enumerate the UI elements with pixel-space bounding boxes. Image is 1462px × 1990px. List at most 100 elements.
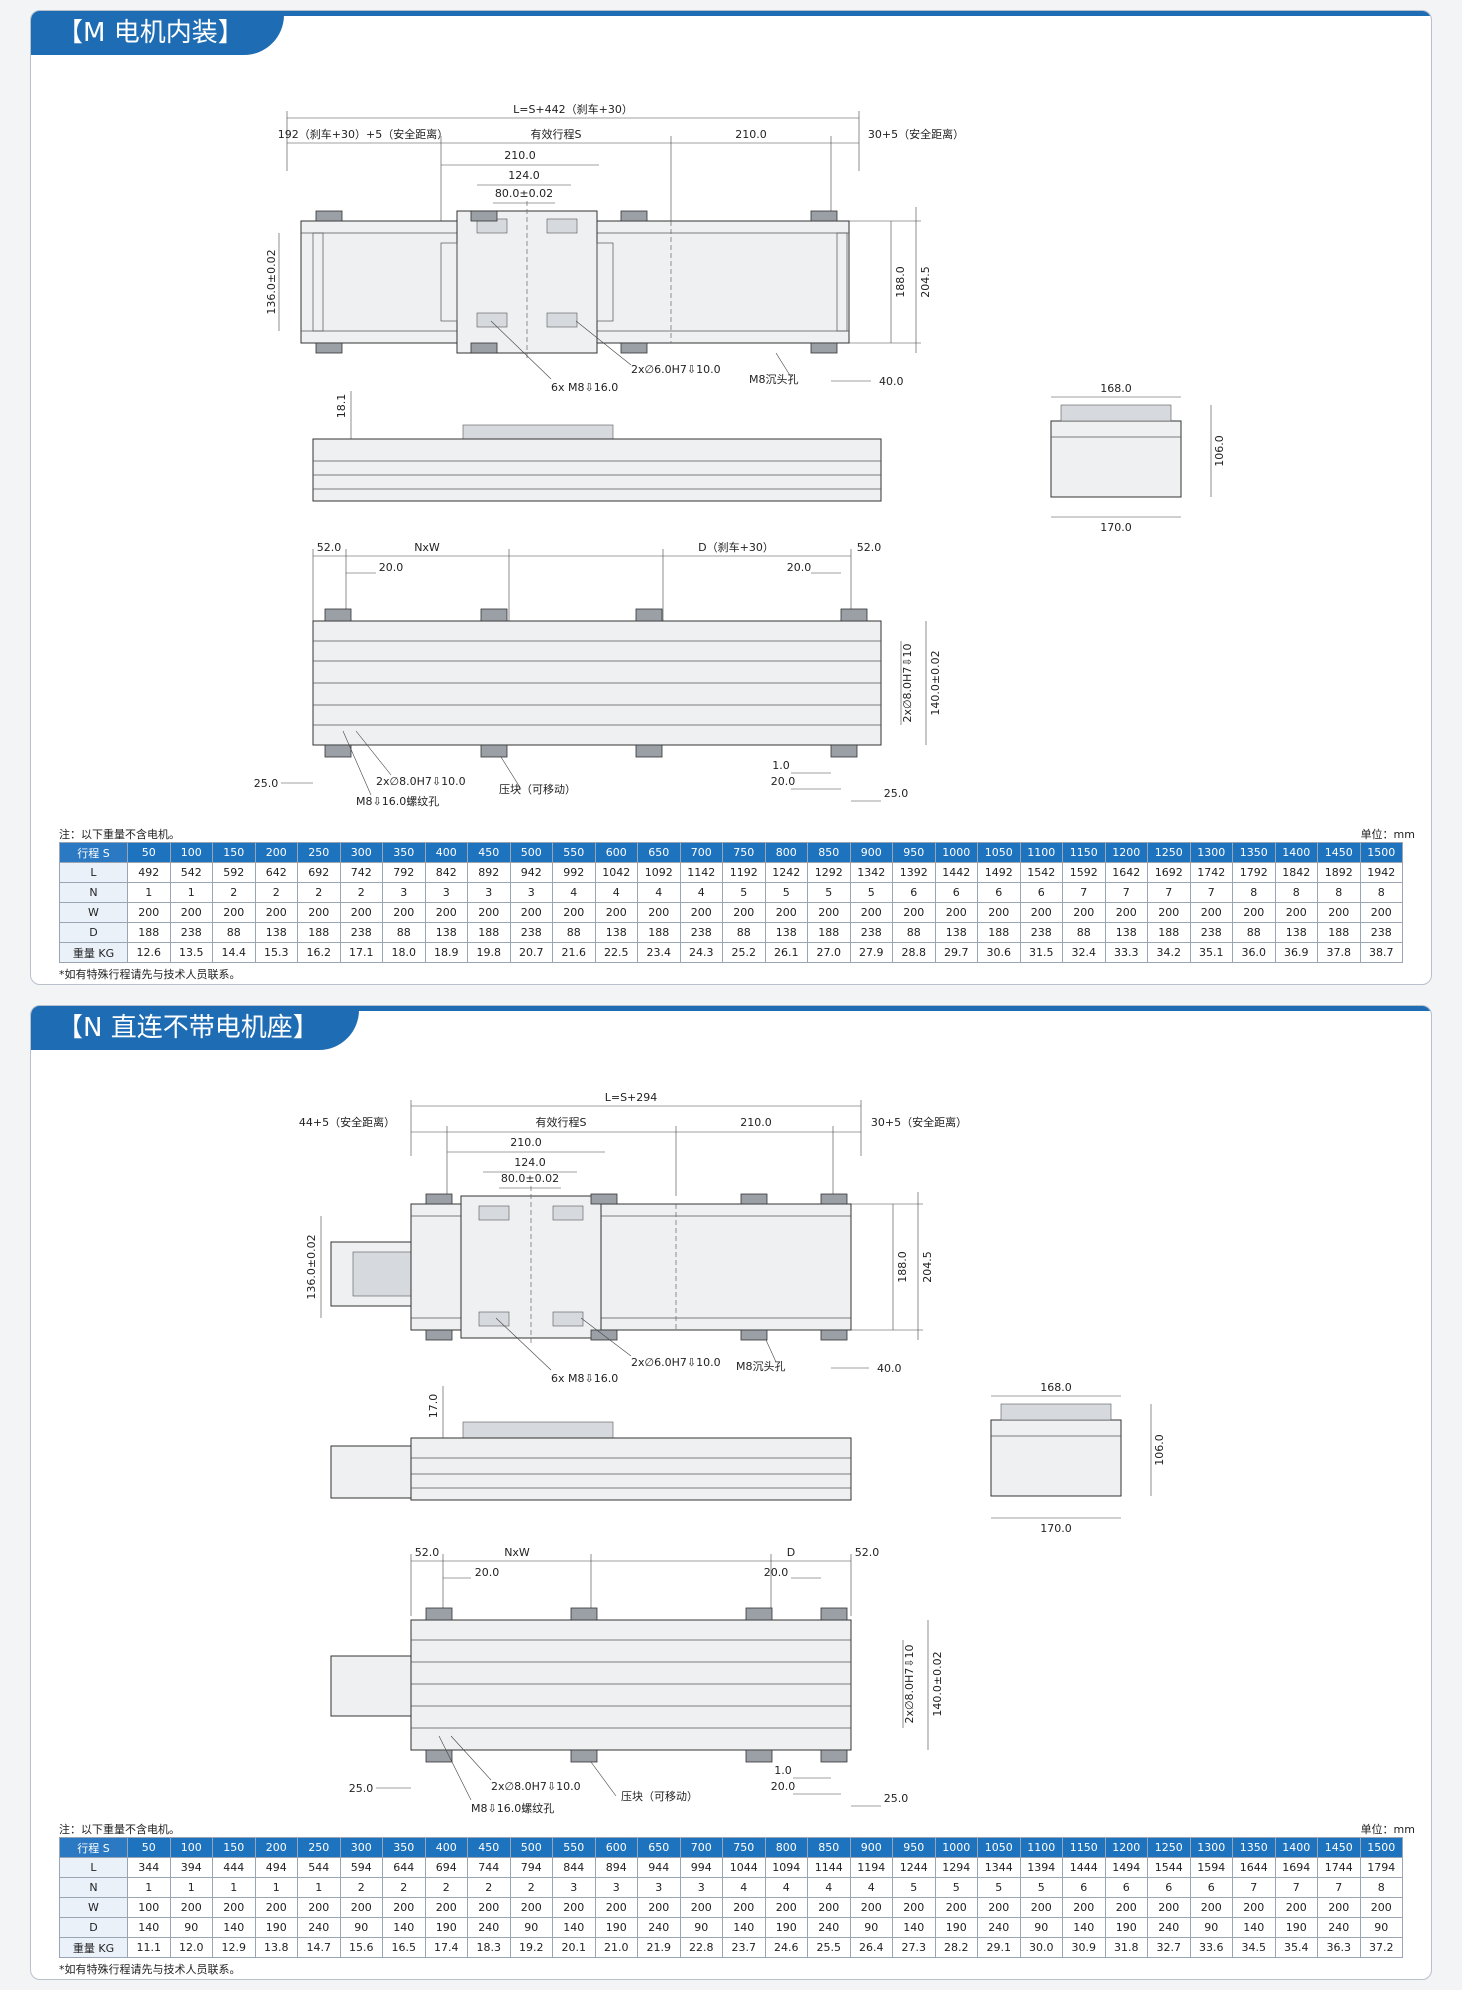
table-cell: 37.2 — [1359, 1937, 1403, 1958]
stroke-value: 950 — [892, 842, 936, 863]
table-cell: 188 — [977, 922, 1021, 943]
dim-136: 136.0±0.02 — [265, 249, 278, 314]
table-cell: 21.9 — [637, 1937, 681, 1958]
table-cell: 1094 — [764, 1857, 808, 1878]
table-cell: 6 — [1019, 882, 1063, 903]
table-cell: 200 — [977, 902, 1021, 923]
stroke-value: 600 — [594, 1837, 638, 1858]
table-cell: 18.0 — [382, 942, 426, 963]
table-cell: 240 — [1317, 1917, 1361, 1938]
table-cell: 23.7 — [722, 1937, 766, 1958]
table-cell: 200 — [679, 902, 723, 923]
unit-label: 单位：mm — [1360, 1823, 1415, 1836]
table-cell: 1542 — [1019, 862, 1063, 883]
stroke-value: 900 — [849, 1837, 893, 1858]
table-cell: 3 — [382, 882, 426, 903]
dim-40: 40.0 — [879, 375, 904, 388]
table-cell: 90 — [1019, 1917, 1063, 1938]
row-label: L — [59, 1857, 128, 1878]
table-cell: 4 — [679, 882, 723, 903]
table-cell: 6 — [977, 882, 1021, 903]
table-cell: 3 — [467, 882, 511, 903]
stroke-value: 1450 — [1317, 842, 1361, 863]
dim-210-right: 210.0 — [735, 128, 767, 141]
table-cell: 138 — [254, 922, 298, 943]
table-cell: 90 — [849, 1917, 893, 1938]
table-cell: 190 — [764, 1917, 808, 1938]
table-cell: 24.6 — [764, 1937, 808, 1958]
stroke-value: 50 — [127, 1837, 171, 1858]
table-cell: 200 — [1147, 1897, 1191, 1918]
table-cell: 1642 — [1104, 862, 1148, 883]
table-cell: 140 — [212, 1917, 256, 1938]
table-cell: 240 — [807, 1917, 851, 1938]
table-cell: 31.8 — [1104, 1937, 1148, 1958]
table-cell: 188 — [1147, 922, 1191, 943]
table-cell: 22.5 — [594, 942, 638, 963]
dim-210-right: 210.0 — [740, 1116, 772, 1129]
table-cell: 5 — [1019, 1877, 1063, 1898]
dim-20-bottom: 20.0 — [771, 1780, 796, 1793]
table-cell: 88 — [1062, 922, 1106, 943]
dim-204: 204.5 — [921, 1251, 934, 1283]
table-cell: 140 — [382, 1917, 426, 1938]
table-cell: 692 — [297, 862, 341, 883]
stroke-value: 850 — [807, 1837, 851, 1858]
dim-right-safe: 30+5（安全距离） — [871, 1115, 967, 1129]
table-cell: 8 — [1232, 882, 1276, 903]
table-cell: 200 — [1019, 902, 1063, 923]
stroke-value: 1500 — [1359, 1837, 1403, 1858]
table-cell: 138 — [1274, 922, 1318, 943]
table-cell: 1392 — [892, 862, 936, 883]
table-cell: 190 — [934, 1917, 978, 1938]
table-cell: 88 — [892, 922, 936, 943]
table-cell: 6 — [1147, 1877, 1191, 1898]
stroke-value: 200 — [254, 842, 298, 863]
table-cell: 12.9 — [212, 1937, 256, 1958]
table-cell: 200 — [1062, 902, 1106, 923]
dim-pin-8: 2x∅8.0H7⇩10 — [903, 1644, 916, 1723]
table-cell: 200 — [594, 902, 638, 923]
dim-total-length: L=S+442（刹车+30） — [513, 102, 633, 116]
callout-m8-thread: M8⇩16.0螺纹孔 — [356, 794, 439, 808]
table-cell: 1 — [254, 1877, 298, 1898]
table-cell: 1044 — [722, 1857, 766, 1878]
table-cell: 88 — [212, 922, 256, 943]
stroke-value: 1300 — [1189, 842, 1233, 863]
table-cell: 36.0 — [1232, 942, 1276, 963]
table-cell: 200 — [1189, 1897, 1233, 1918]
top-view: L=S+294 44+5（安全距离） 有效行程S 210.0 30+5（安全距离… — [299, 1091, 967, 1385]
table-cell: 642 — [254, 862, 298, 883]
table-cell: 12.0 — [169, 1937, 213, 1958]
dim-188: 188.0 — [894, 266, 907, 298]
table-cell: 1442 — [934, 862, 978, 883]
weight-note: 注：以下重量不含电机。 — [59, 1823, 180, 1836]
section-title-tab: 【N 直连不带电机座】 — [31, 1006, 359, 1050]
table-cell: 2 — [297, 882, 341, 903]
table-cell: 8 — [1359, 882, 1403, 903]
table-cell: 200 — [1317, 902, 1361, 923]
table-cell: 5 — [977, 1877, 1021, 1898]
table-cell: 200 — [722, 902, 766, 923]
stroke-value: 950 — [892, 1837, 936, 1858]
stroke-value: 500 — [509, 1837, 553, 1858]
table-cell: 7 — [1104, 882, 1148, 903]
stroke-value: 100 — [169, 1837, 213, 1858]
table-cell: 444 — [212, 1857, 256, 1878]
table-cell: 4 — [807, 1877, 851, 1898]
stroke-value: 250 — [297, 1837, 341, 1858]
table-cell: 27.0 — [807, 942, 851, 963]
stroke-value: 450 — [467, 842, 511, 863]
callout-pin-8: 2x∅8.0H7⇩10.0 — [376, 775, 466, 788]
table-cell: 3 — [679, 1877, 723, 1898]
dim-188: 188.0 — [896, 1251, 909, 1283]
table-cell: 5 — [934, 1877, 978, 1898]
table-cell: 200 — [934, 1897, 978, 1918]
dim-20-left: 20.0 — [475, 1566, 500, 1579]
table-cell: 200 — [212, 1897, 256, 1918]
